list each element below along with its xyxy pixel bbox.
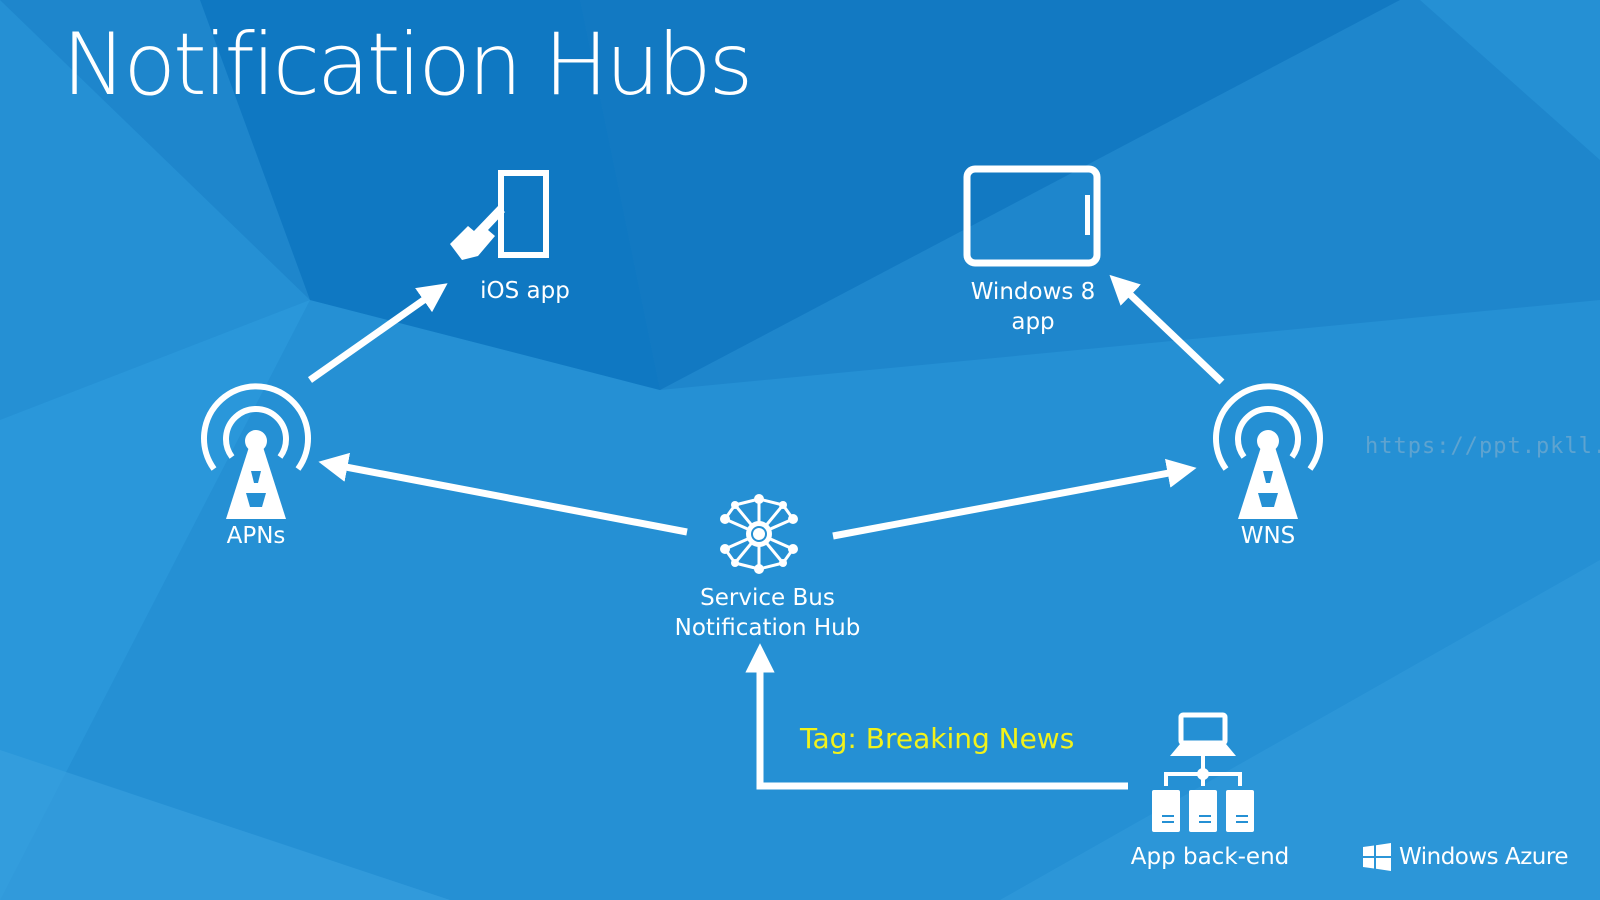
- apns-tower-icon: [201, 383, 311, 519]
- backend-label: App back-end: [1130, 844, 1290, 870]
- tag-label: Tag: Breaking News: [800, 722, 1075, 755]
- arrow-apns-to-ios: [307, 283, 448, 383]
- arrow-wns-to-windows: [1109, 274, 1225, 385]
- page-title: Notification Hubs: [62, 15, 753, 115]
- backend-servers-icon: [1152, 712, 1254, 832]
- hub-label: Service Bus Notification Hub: [674, 585, 861, 641]
- arrow-backend-to-hub: [745, 643, 1128, 790]
- ios-device-icon: [450, 170, 549, 260]
- windows-logo-icon: [1363, 843, 1391, 871]
- ios-app-label: iOS app: [480, 278, 570, 304]
- tablet-icon: [963, 165, 1101, 267]
- windows-app-label: Windows 8 app: [970, 279, 1096, 335]
- wns-tower-icon: [1213, 383, 1323, 519]
- watermark-text: https://ppt.pkll.de: [1365, 434, 1600, 459]
- windows-azure-logo: Windows Azure: [1363, 843, 1568, 871]
- apns-label: APNs: [226, 523, 286, 549]
- arrow-hub-to-wns: [832, 458, 1197, 540]
- wns-label: WNS: [1240, 523, 1296, 549]
- hub-network-icon: [720, 494, 798, 574]
- arrow-hub-to-apns: [318, 452, 688, 536]
- brand-label: Windows Azure: [1399, 844, 1568, 870]
